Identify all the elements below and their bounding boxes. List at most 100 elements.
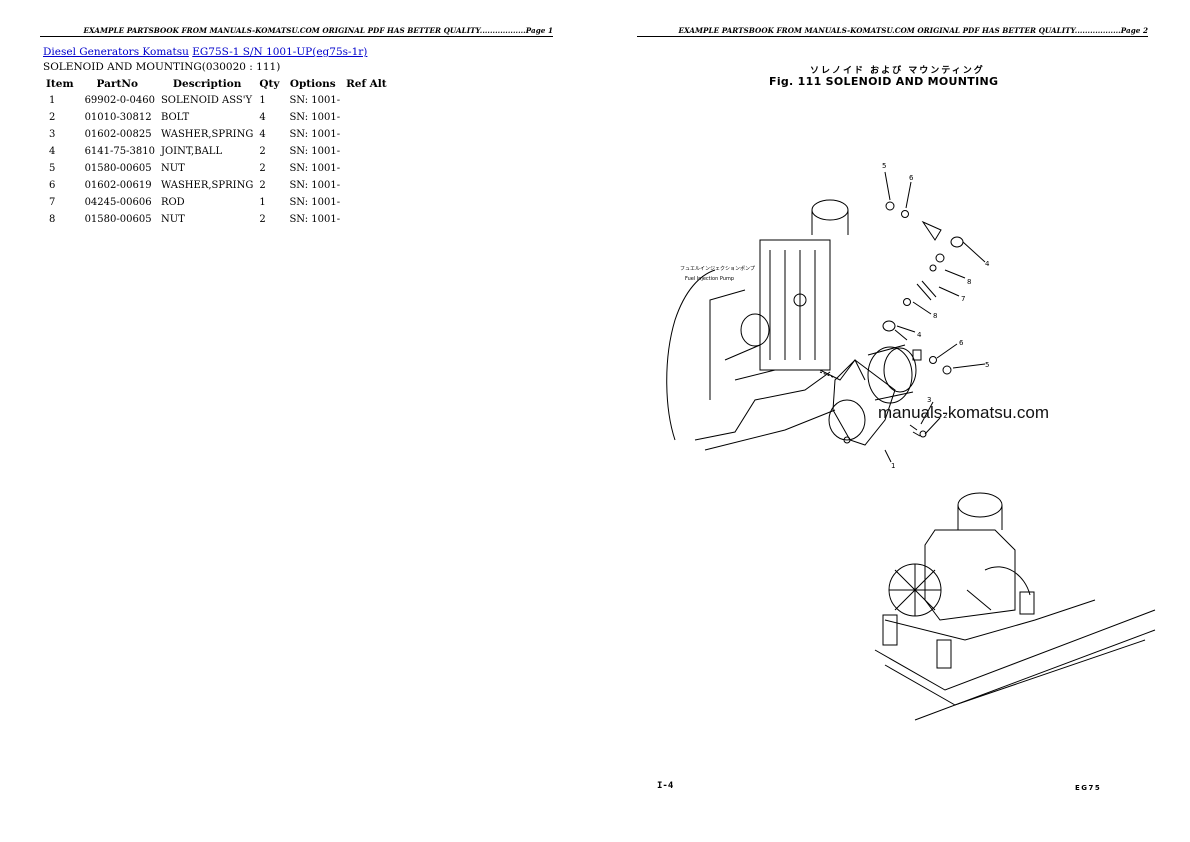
column-header-ref-alt: Ref Alt bbox=[346, 78, 387, 90]
callout-number: 3 bbox=[927, 396, 931, 404]
cell-partno: 01602-00825 bbox=[84, 129, 152, 140]
cell-item: 5 bbox=[49, 163, 56, 174]
table-row: 2 01010-30812 BOLT 4 SN: 1001- bbox=[43, 109, 390, 126]
exploded-parts-drawing: フュエルインジェクションポンプ Fuel Injection Pump bbox=[666, 162, 1156, 721]
cell-partno: 04245-00606 bbox=[84, 197, 152, 208]
cell-ref-alt bbox=[343, 143, 390, 160]
cell-ref-alt bbox=[343, 109, 390, 126]
cell-qty: 2 bbox=[259, 180, 266, 191]
cell-ref-alt bbox=[343, 211, 390, 228]
column-header-description: Description bbox=[172, 78, 242, 90]
pump-label-japanese: フュエルインジェクションポンプ bbox=[680, 265, 755, 272]
callout-number: 4 bbox=[985, 260, 990, 268]
cell-description: BOLT bbox=[160, 112, 190, 123]
callout-numbers: 5 6 4 8 7 8 4 6 5 3 2 1 bbox=[882, 162, 990, 470]
table-row: 8 01580-00605 NUT 2 SN: 1001- bbox=[43, 211, 390, 228]
figure-caption-japanese: ソレノイド および マウンティング bbox=[810, 66, 985, 76]
page-footer-model: EG75 bbox=[1075, 784, 1102, 792]
section-title: SOLENOID AND MOUNTING(030020 : 111) bbox=[43, 61, 281, 73]
cell-options: SN: 1001- bbox=[289, 95, 341, 106]
fuel-injection-pump-drawing: フュエルインジェクションポンプ Fuel Injection Pump bbox=[666, 199, 866, 451]
cell-options: SN: 1001- bbox=[289, 214, 341, 225]
solenoid-assembly-drawing bbox=[828, 344, 922, 446]
page-footer-number: I-4 bbox=[657, 781, 674, 791]
table-row: 1 69902-0-0460 SOLENOID ASS'Y 1 SN: 1001… bbox=[43, 92, 390, 109]
cell-item: 4 bbox=[49, 146, 56, 157]
callout-number: 5 bbox=[882, 162, 886, 170]
cell-description: NUT bbox=[160, 163, 185, 174]
cell-qty: 4 bbox=[259, 112, 266, 123]
breadcrumb: Diesel Generators Komatsu EG75S-1 S/N 10… bbox=[43, 46, 367, 58]
callout-number: 1 bbox=[891, 462, 895, 470]
cell-partno: 6141-75-3810 bbox=[84, 146, 155, 157]
cell-partno: 01010-30812 bbox=[84, 112, 152, 123]
callout-number: 7 bbox=[961, 295, 965, 303]
table-row: 5 01580-00605 NUT 2 SN: 1001- bbox=[43, 160, 390, 177]
cell-item: 7 bbox=[49, 197, 56, 208]
column-header-qty: Qty bbox=[259, 78, 280, 90]
cell-item: 3 bbox=[49, 129, 56, 140]
cell-qty: 2 bbox=[259, 146, 266, 157]
cell-options: SN: 1001- bbox=[289, 146, 341, 157]
cell-options: SN: 1001- bbox=[289, 112, 341, 123]
cell-description: WASHER,SPRING bbox=[160, 180, 254, 191]
header-divider bbox=[637, 36, 1148, 37]
callout-number: 8 bbox=[933, 312, 937, 320]
cell-description: ROD bbox=[160, 197, 185, 208]
watermark: manuals-komatsu.com bbox=[878, 403, 1050, 422]
cell-qty: 2 bbox=[259, 163, 266, 174]
breadcrumb-link-model[interactable]: EG75S-1 S/N 1001-UP(eg75s-1r) bbox=[192, 46, 368, 58]
figure-caption: Fig. 111 SOLENOID AND MOUNTING bbox=[769, 75, 999, 88]
leader-lines bbox=[884, 171, 986, 463]
cell-options: SN: 1001- bbox=[289, 129, 341, 140]
pump-label: Fuel Injection Pump bbox=[685, 276, 734, 282]
cell-ref-alt bbox=[343, 160, 390, 177]
column-header-item: Item bbox=[46, 78, 74, 90]
parts-list-page: EXAMPLE PARTSBOOK FROM MANUALS-KOMATSU.C… bbox=[40, 26, 553, 228]
column-header-options: Options bbox=[289, 78, 336, 90]
cell-ref-alt bbox=[343, 177, 390, 194]
callout-number: 6 bbox=[959, 339, 964, 347]
cell-description: NUT bbox=[160, 214, 185, 225]
cell-qty: 1 bbox=[259, 197, 266, 208]
cell-options: SN: 1001- bbox=[289, 197, 341, 208]
page-header: EXAMPLE PARTSBOOK FROM MANUALS-KOMATSU.C… bbox=[83, 26, 553, 35]
callout-number: 8 bbox=[967, 278, 971, 286]
column-header-partno: PartNo bbox=[96, 78, 138, 90]
generator-location-drawing bbox=[874, 492, 1156, 721]
cell-item: 8 bbox=[49, 214, 56, 225]
cell-description: WASHER,SPRING bbox=[160, 129, 254, 140]
callout-number: 2 bbox=[943, 412, 947, 420]
cell-ref-alt bbox=[343, 194, 390, 211]
cell-options: SN: 1001- bbox=[289, 163, 341, 174]
cell-partno: 01580-00605 bbox=[84, 163, 152, 174]
table-row: 4 6141-75-3810 JOINT,BALL 2 SN: 1001- bbox=[43, 143, 390, 160]
cell-partno: 01602-00619 bbox=[84, 180, 152, 191]
cell-description: JOINT,BALL bbox=[160, 146, 223, 157]
callout-number: 4 bbox=[917, 331, 922, 339]
page-header: EXAMPLE PARTSBOOK FROM MANUALS-KOMATSU.C… bbox=[678, 26, 1148, 35]
cell-ref-alt bbox=[343, 126, 390, 143]
header-divider bbox=[40, 36, 553, 37]
cell-qty: 4 bbox=[259, 129, 266, 140]
cell-description: SOLENOID ASS'Y bbox=[160, 95, 253, 106]
table-row: 3 01602-00825 WASHER,SPRING 4 SN: 1001- bbox=[43, 126, 390, 143]
cell-item: 6 bbox=[49, 180, 56, 191]
table-row: 6 01602-00619 WASHER,SPRING 2 SN: 1001- bbox=[43, 177, 390, 194]
cell-ref-alt bbox=[343, 92, 390, 109]
cell-item: 2 bbox=[49, 112, 56, 123]
table-row: 7 04245-00606 ROD 1 SN: 1001- bbox=[43, 194, 390, 211]
breadcrumb-link-category[interactable]: Diesel Generators Komatsu bbox=[43, 46, 189, 58]
cell-item: 1 bbox=[49, 95, 56, 106]
callout-number: 5 bbox=[985, 361, 989, 369]
callout-number: 6 bbox=[909, 174, 914, 182]
cell-options: SN: 1001- bbox=[289, 180, 341, 191]
figure-page: EXAMPLE PARTSBOOK FROM MANUALS-KOMATSU.C… bbox=[595, 0, 1190, 842]
cell-qty: 2 bbox=[259, 214, 266, 225]
parts-table: Item PartNo Description Qty Options Ref … bbox=[43, 76, 390, 228]
cell-qty: 1 bbox=[259, 95, 266, 106]
table-header-row: Item PartNo Description Qty Options Ref … bbox=[43, 76, 390, 92]
hardware-parts-drawing bbox=[882, 201, 964, 438]
cell-partno: 69902-0-0460 bbox=[84, 95, 155, 106]
cell-partno: 01580-00605 bbox=[84, 214, 152, 225]
